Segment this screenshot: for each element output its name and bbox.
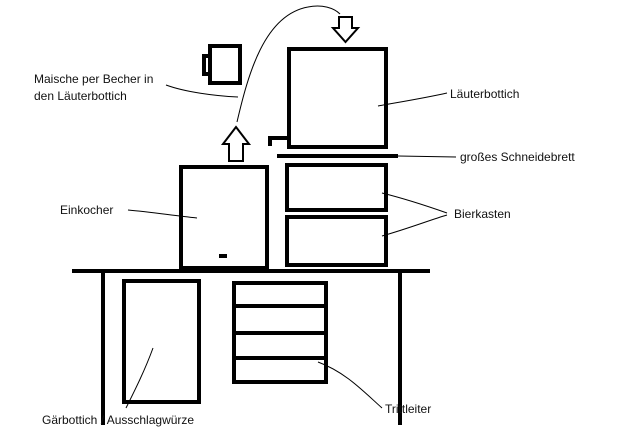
leader-maische: [165, 84, 239, 98]
table: [72, 269, 430, 425]
leader-bierkasten-lower: [381, 214, 448, 237]
gaerbottich-box: [122, 279, 201, 404]
label-schneidebrett: großes Schneidebrett: [460, 150, 575, 164]
leader-einkocher: [127, 209, 198, 219]
label-einkocher: Einkocher: [60, 203, 113, 217]
bierkasten-lower: [285, 215, 388, 267]
label-gaerbottich: Gärbottich / Ausschlagwürze: [42, 413, 194, 427]
becher-handle: [202, 54, 210, 76]
label-laeuterbottich: Läuterbottich: [450, 87, 519, 101]
einkocher-box: [179, 165, 269, 270]
becher-cup: [202, 44, 242, 85]
laeuterbottich-body: [287, 47, 388, 149]
leader-schneidebrett: [397, 155, 457, 158]
trittleiter: [232, 281, 328, 384]
label-maische-line2: den Läuterbottich: [34, 89, 127, 103]
label-bierkasten: Bierkasten: [454, 207, 511, 221]
leader-laeuterbottich: [377, 92, 448, 107]
einkocher-body: [179, 165, 269, 270]
transfer-path: [236, 5, 341, 123]
laeuterbottich-box: [268, 47, 388, 149]
bierkasten-stack: [285, 163, 388, 267]
leader-gaerbottich: [125, 347, 154, 409]
einkocher-tap: [219, 254, 227, 258]
label-maische-line1: Maische per Becher in: [34, 72, 153, 86]
becher-body: [208, 44, 242, 85]
leader-trittleiter: [317, 361, 383, 409]
bierkasten-upper: [285, 163, 388, 212]
label-trittleiter: Trittleiter: [385, 402, 431, 416]
arrow-down-icon: [330, 16, 361, 44]
arrow-up-icon: [220, 125, 252, 162]
leader-bierkasten-upper: [381, 192, 448, 214]
